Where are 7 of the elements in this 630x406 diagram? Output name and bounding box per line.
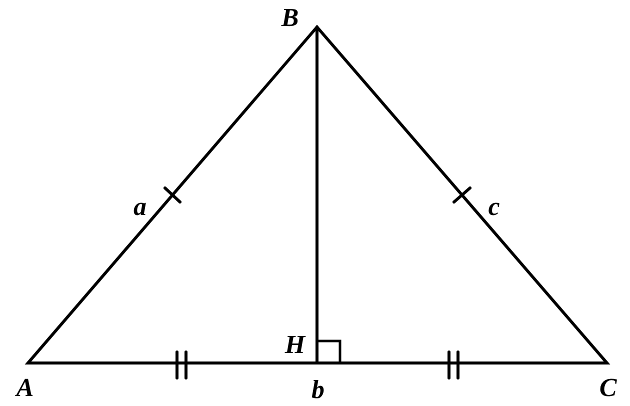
point-label: C <box>599 375 617 401</box>
side-label: c <box>488 194 500 220</box>
point-label: A <box>16 375 34 401</box>
point-label: B <box>281 5 299 31</box>
point-label: H <box>284 332 306 358</box>
side-label: a <box>134 194 146 220</box>
side-label: b <box>312 377 324 403</box>
